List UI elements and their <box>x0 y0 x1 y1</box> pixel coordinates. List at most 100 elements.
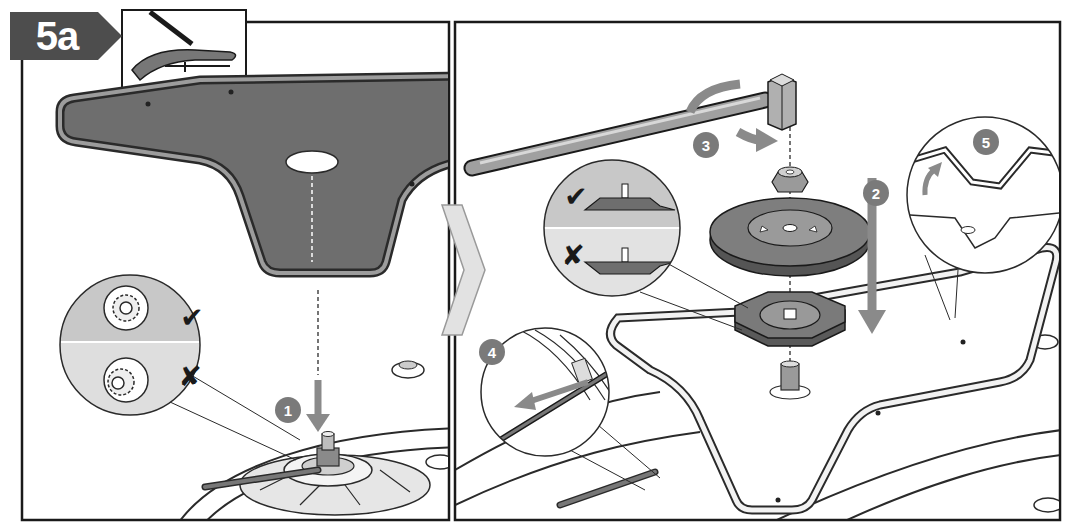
check-inset-frame <box>60 275 200 415</box>
callout-number: 4 <box>479 339 505 365</box>
profile-correct <box>585 198 675 210</box>
lift-arrowhead <box>928 162 942 177</box>
skid-disc <box>710 198 870 266</box>
callout-number: 4 <box>488 344 496 361</box>
locking-rod <box>205 470 318 487</box>
gear-center <box>112 377 124 389</box>
rotation-arrowhead <box>756 128 778 152</box>
inset-divider <box>55 341 205 343</box>
check-mark: ✘ <box>561 242 584 270</box>
spindle-top <box>781 361 799 367</box>
hub-slot <box>572 358 593 383</box>
gear-correct <box>104 286 148 330</box>
blade-holder-top <box>735 292 845 338</box>
axis-line <box>311 176 313 262</box>
check-mark: ✘ <box>178 363 201 391</box>
check-inset <box>540 158 685 303</box>
locking-rod <box>560 472 655 505</box>
step-chevron <box>442 205 485 335</box>
gear-center <box>120 302 132 314</box>
mower-body <box>200 447 448 519</box>
nut-top <box>778 167 802 177</box>
direction-arrow <box>315 380 322 418</box>
header-plate-detail <box>165 62 230 72</box>
plate-hole <box>146 102 151 107</box>
profile-shaft <box>622 248 628 262</box>
check-mark: ✔ <box>564 183 587 211</box>
gear-teeth <box>113 295 139 321</box>
detail-inset <box>500 330 610 440</box>
holder-center <box>784 309 796 319</box>
plate-hole <box>410 182 415 187</box>
pull-arrowhead <box>514 392 536 410</box>
inset-upper <box>55 270 205 342</box>
lift-arrow <box>925 170 934 195</box>
plate-hole <box>776 498 781 503</box>
right-panel-art <box>456 74 1059 519</box>
profile-shaft <box>622 184 628 198</box>
leader-line <box>186 372 300 440</box>
callout-number: 2 <box>872 185 880 202</box>
leader-line <box>665 262 748 308</box>
profile-wrong <box>585 262 675 274</box>
wrench-highlight <box>480 98 760 163</box>
plate-hole <box>876 411 881 416</box>
step-tab: 5a <box>10 12 122 60</box>
socket-top <box>770 74 794 86</box>
gear-wrong <box>104 358 148 402</box>
detail-inset-bg <box>907 117 1059 273</box>
check-inset <box>55 270 205 422</box>
callout-circle <box>693 132 719 158</box>
shaft-tip <box>322 432 334 437</box>
locking-rod <box>500 372 610 440</box>
axis-line <box>317 290 318 375</box>
callout-number: 1 <box>275 397 301 423</box>
disc-tabs <box>760 226 817 232</box>
rotation-arrow <box>690 84 740 112</box>
skid-plate <box>60 76 448 273</box>
bolt-boss <box>392 362 424 378</box>
nut-hole <box>786 170 794 174</box>
inset-lower <box>55 342 205 422</box>
callout-circle <box>479 339 505 365</box>
callout-circle <box>275 397 301 423</box>
locking-rod <box>205 470 318 487</box>
callout-number: 5 <box>973 129 999 155</box>
gear-teeth <box>108 369 134 395</box>
callout-number: 1 <box>284 402 292 419</box>
leader-line <box>570 450 645 490</box>
bolt-boss <box>1034 498 1059 512</box>
mower-body <box>830 455 1059 519</box>
plate-hole <box>961 227 975 234</box>
skid-plate-rim <box>60 76 448 273</box>
check-inset-frame <box>544 160 680 296</box>
leader-line <box>955 270 958 318</box>
left-panel-art <box>55 38 448 519</box>
callout-circle <box>863 180 889 206</box>
check-mark: ✔ <box>180 304 203 332</box>
header-wrench <box>150 12 192 44</box>
inset-upper <box>540 158 685 228</box>
step-number: 5a <box>36 14 79 59</box>
leader-line <box>640 292 742 330</box>
holder-ring <box>760 301 820 329</box>
pull-arrow <box>528 382 588 402</box>
tab-shape <box>10 12 122 60</box>
skid-plate-rim <box>610 248 1056 510</box>
center-hole <box>286 151 338 173</box>
bolt-head <box>399 361 417 369</box>
mower-body <box>175 428 448 519</box>
wrench-handle <box>472 100 765 168</box>
bolt-boss <box>426 455 448 469</box>
detail-inset-frame <box>907 117 1059 273</box>
callout-number: 2 <box>863 180 889 206</box>
detail-inset <box>905 150 1059 248</box>
plate-hole <box>229 90 234 95</box>
callout-circle <box>973 129 999 155</box>
inset-lower <box>540 228 685 303</box>
direction-arrowhead <box>858 310 886 334</box>
leader-line <box>925 255 950 320</box>
callout-number: 5 <box>982 134 990 151</box>
